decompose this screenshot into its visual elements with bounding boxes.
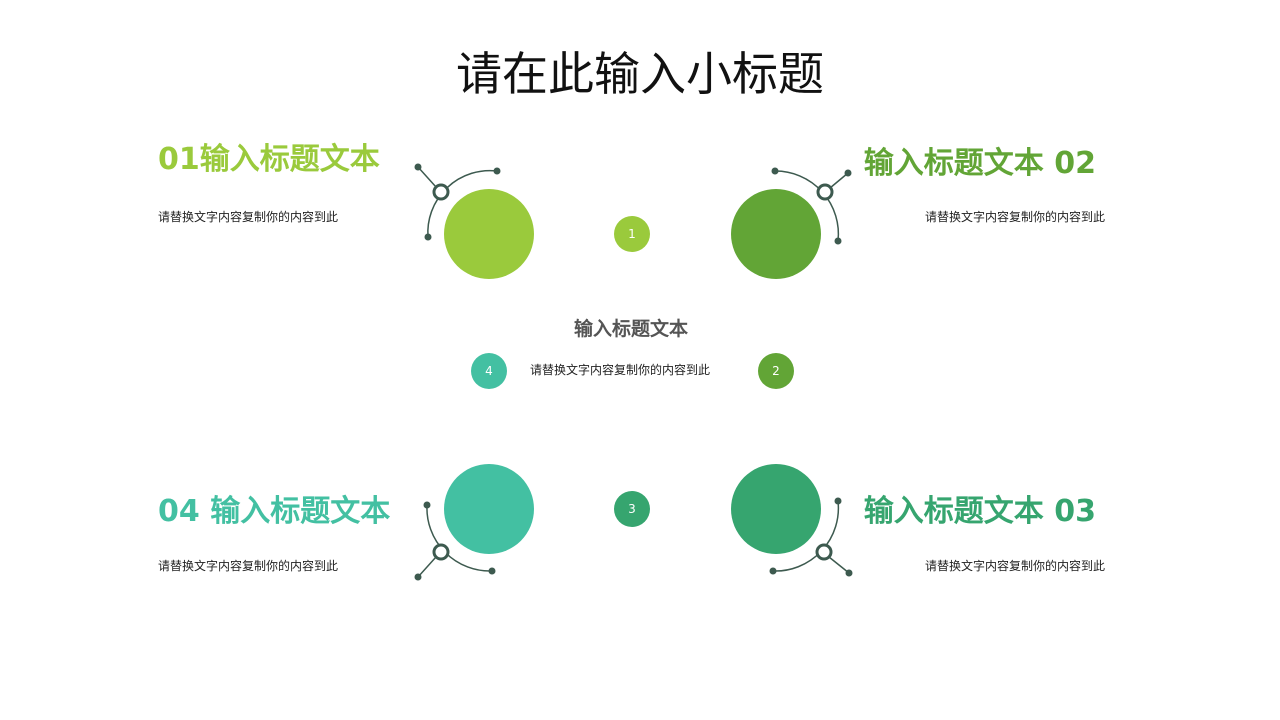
big-circle-3 xyxy=(731,464,821,554)
ring-icon xyxy=(432,543,450,561)
number-badge-2: 2 xyxy=(758,353,794,389)
ring-icon xyxy=(432,183,450,201)
item-title-1: 01输入标题文本 xyxy=(158,142,380,177)
item-title-3: 输入标题文本 03 xyxy=(863,494,1096,529)
item-desc-2: 请替换文字内容复制你的内容到此 xyxy=(924,210,1105,224)
number-badge-4: 4 xyxy=(471,353,507,389)
item-desc-3: 请替换文字内容复制你的内容到此 xyxy=(924,559,1105,573)
item-desc-1: 请替换文字内容复制你的内容到此 xyxy=(158,210,339,224)
item-title-4: 04 输入标题文本 xyxy=(158,494,391,529)
item-title-2: 输入标题文本 02 xyxy=(863,146,1096,181)
number-badge-3: 3 xyxy=(614,491,650,527)
center-title: 输入标题文本 xyxy=(573,318,688,340)
slide-title: 请在此输入小标题 xyxy=(456,47,824,101)
big-circle-4 xyxy=(444,464,534,554)
item-desc-4: 请替换文字内容复制你的内容到此 xyxy=(158,559,339,573)
ring-icon xyxy=(816,183,834,201)
center-desc: 请替换文字内容复制你的内容到此 xyxy=(530,363,711,377)
big-circle-1 xyxy=(444,189,534,279)
number-badge-1: 1 xyxy=(614,216,650,252)
big-circle-2 xyxy=(731,189,821,279)
ring-icon xyxy=(815,543,833,561)
